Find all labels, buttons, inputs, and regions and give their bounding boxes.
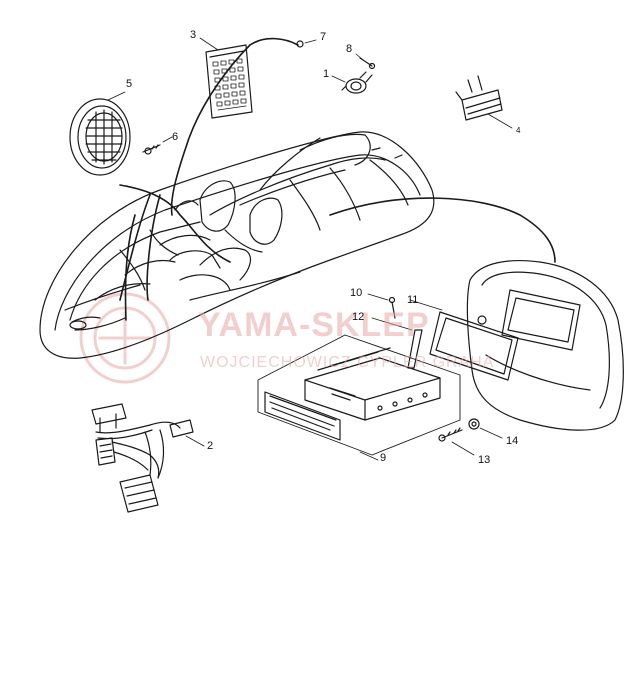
callout-4: 4: [516, 126, 521, 135]
receiver-part-1: [341, 71, 373, 94]
callout-6: 6: [172, 131, 179, 143]
callout-3: 3: [190, 29, 197, 41]
callout-10: 10: [350, 287, 363, 299]
nut-part-14: [468, 418, 480, 430]
remote-part-3: [205, 44, 253, 119]
console-panel: [466, 260, 624, 431]
radio-assembly-part-9: [257, 334, 461, 456]
callout-1: 1: [323, 68, 330, 80]
boat-hull: [39, 131, 435, 359]
bolt-part-13: [438, 427, 463, 442]
leader-13: [451, 441, 475, 456]
callout-11: 11: [407, 294, 419, 306]
watermark-text: YAMA-SKLEP: [198, 306, 430, 344]
leader-1: [331, 75, 346, 83]
leader-14: [479, 427, 503, 439]
leader-5: [107, 91, 126, 101]
nut-part-7: [296, 40, 304, 48]
leader-10: [367, 293, 389, 301]
callout-12: 12: [352, 311, 365, 323]
screw-part-8: [359, 57, 376, 70]
leader-2: [185, 435, 205, 447]
watermark-subtext: WOJCIECHOWICZ CYPLER GRAHA: [200, 354, 495, 371]
trim-frame-part-11: [429, 311, 519, 381]
screw-part-10: [388, 296, 396, 319]
leader-4: [487, 113, 513, 129]
leader-6: [162, 136, 173, 143]
callout-14: 14: [506, 435, 519, 447]
callout-5: 5: [126, 78, 133, 90]
leader-8: [355, 53, 363, 60]
callout-13: 13: [478, 454, 491, 466]
callout-7: 7: [320, 31, 327, 43]
leader-12: [371, 317, 413, 331]
leader-7: [304, 39, 317, 44]
screw-part-6: [142, 144, 161, 155]
clip-part-12: [407, 329, 423, 369]
leader-9: [359, 451, 379, 461]
callout-9: 9: [380, 452, 387, 464]
wiring-lines: [119, 37, 556, 321]
leader-3: [199, 37, 219, 51]
fuse-part-4: [455, 75, 503, 121]
callout-8: 8: [346, 43, 353, 55]
leader-11: [409, 299, 443, 311]
harness-part-2: [91, 403, 194, 513]
callout-2: 2: [207, 440, 214, 452]
speaker-part-5: [69, 98, 131, 176]
